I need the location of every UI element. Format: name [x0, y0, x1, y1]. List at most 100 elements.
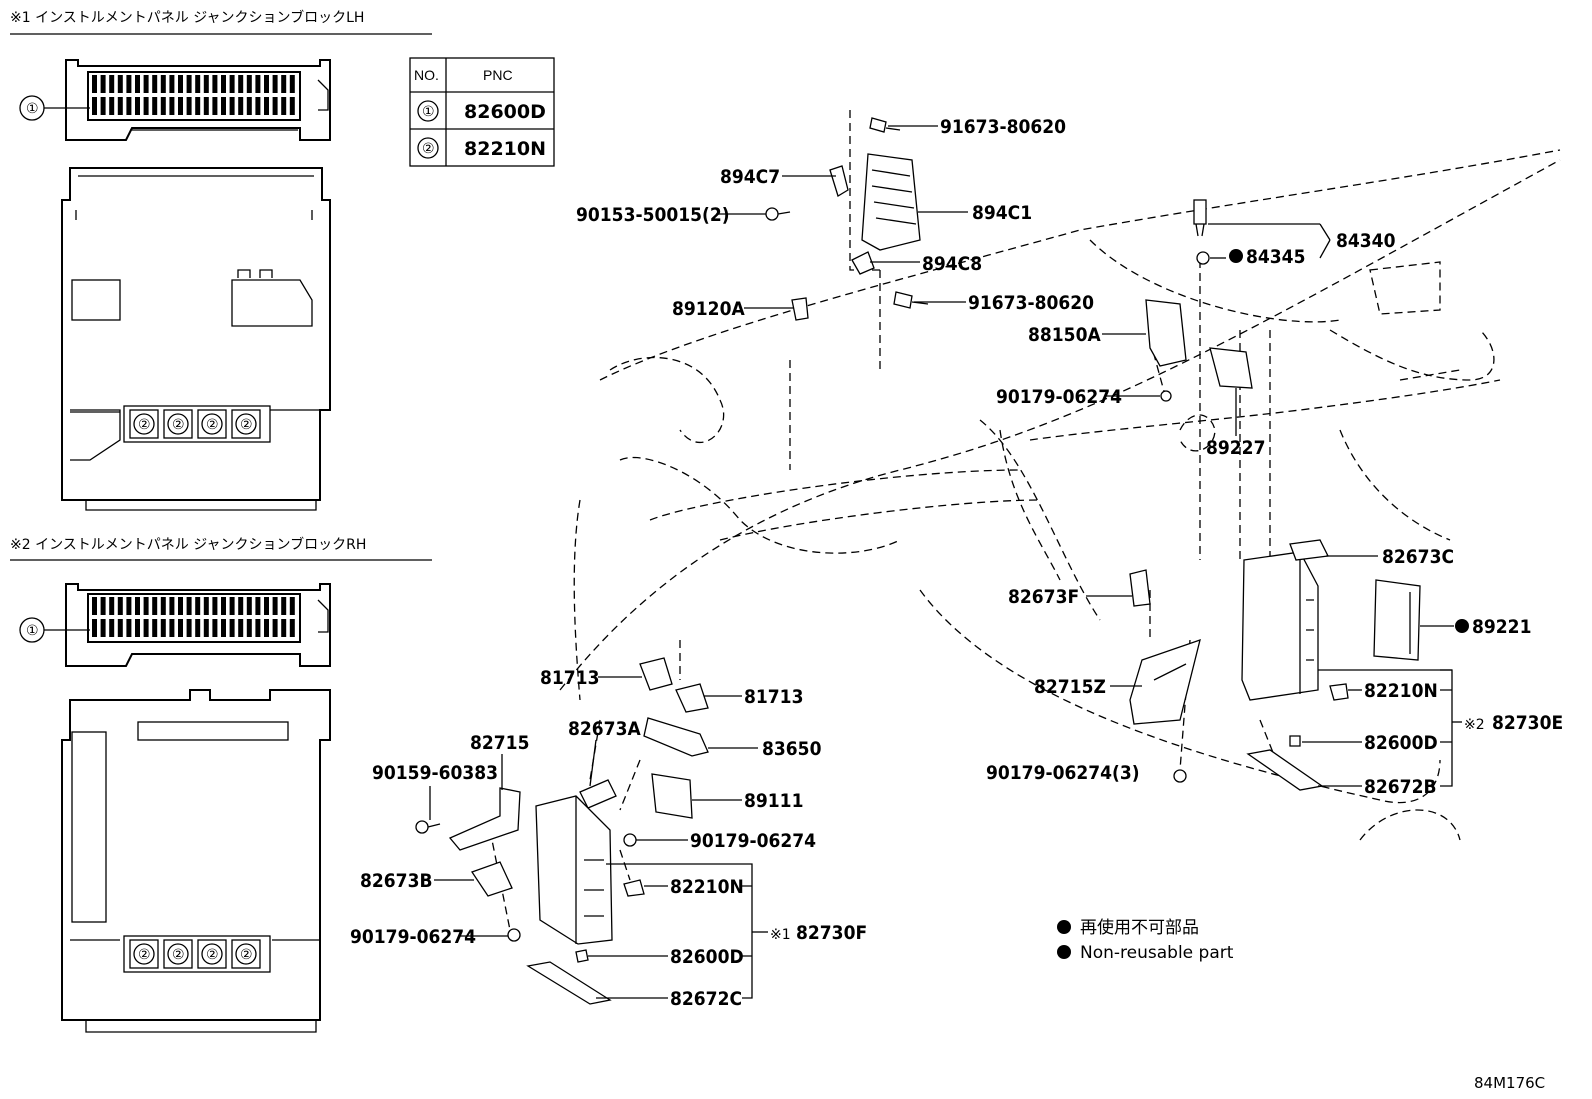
label-89221: 89221: [1472, 616, 1531, 638]
fuse-slot: [135, 75, 140, 93]
label-82600D-left: 82600D: [670, 946, 744, 968]
relay-82210N-r: [1329, 683, 1349, 701]
rh-junction-block: [61, 689, 331, 1033]
fuse-slot: [186, 597, 192, 615]
non-reusable-dot-89221: [1455, 619, 1469, 633]
module-89111: [651, 773, 693, 819]
fuse-slot: [203, 75, 209, 93]
fuse-slot: [255, 619, 261, 637]
label-82600D-right: 82600D: [1364, 732, 1438, 754]
table-row-1-pnc: 82600D: [464, 101, 546, 123]
label-90179-06274-3: 90179-06274(3): [986, 762, 1140, 784]
label-88150A: 88150A: [1028, 324, 1101, 346]
fuse-slot: [281, 75, 287, 93]
legend: 再使用不可部品 Non-reusable part: [1057, 917, 1234, 963]
nut-84345: [1196, 251, 1210, 265]
label-89227: 89227: [1206, 437, 1265, 459]
relay-slot: [163, 409, 193, 439]
fuse-slot: [169, 97, 175, 115]
rh-fuse-grid: [92, 597, 295, 637]
bolt-90159: [415, 820, 441, 834]
fuse-slot: [186, 75, 192, 93]
legend-dot-en: [1057, 945, 1071, 959]
cover-82673B: [470, 861, 513, 897]
relay-callout-circle: [167, 413, 189, 435]
label-82673B: 82673B: [360, 870, 433, 892]
fuse-slot: [229, 75, 235, 93]
relay-callout-circle: [133, 413, 155, 435]
fuse-slot: [289, 97, 295, 115]
fuse-slot: [117, 97, 123, 115]
label-82715: 82715: [470, 732, 529, 754]
clamp-81713-a: [639, 657, 673, 691]
fuse-slot: [246, 97, 252, 115]
relay-callout-circle: [201, 943, 223, 965]
table-header-no: NO.: [414, 67, 439, 83]
part-labels: 91673-80620 894C7 90153-50015(2) 894C1 8…: [350, 116, 1563, 1010]
fuse-slot: [160, 75, 166, 93]
fuse-slot: [135, 97, 140, 115]
label-mark-2: ※2: [1464, 717, 1485, 733]
section-rh-title: ※2 インストルメントパネル ジャンクションブロックRH: [10, 536, 366, 553]
fuse-slot: [264, 597, 269, 615]
fuse-slot: [169, 619, 175, 637]
bracket-894C8: [851, 251, 875, 275]
bracket-82673F: [1129, 569, 1151, 607]
nut-90179-c: [623, 833, 637, 847]
fuse-slot: [221, 75, 226, 93]
fuse-slot: [255, 597, 261, 615]
label-89120A: 89120A: [672, 298, 745, 320]
relay-callout-2: ②: [138, 417, 151, 433]
cover-82673A: [579, 779, 617, 809]
fuse-slot: [100, 75, 106, 93]
fuse-slot: [143, 597, 149, 615]
fuse-slot: [117, 619, 123, 637]
label-90153-50015: 90153-50015(2): [576, 204, 730, 226]
fuse-82600D-r: [1289, 735, 1301, 747]
label-90179-06274-a: 90179-06274: [996, 386, 1122, 408]
legend-en: Non-reusable part: [1080, 943, 1234, 963]
fuse-slot: [229, 619, 235, 637]
fuse-slot: [143, 619, 149, 637]
table-row-2-no: ②: [422, 141, 435, 157]
fuse-slot: [203, 97, 209, 115]
fuse-slot: [178, 75, 183, 93]
fuse-slot: [195, 597, 201, 615]
relay-callout-circle: [133, 943, 155, 965]
fuse-82600D-l: [575, 949, 589, 963]
fuse-slot: [126, 597, 132, 615]
fuse-slot: [169, 597, 175, 615]
relay-slot: [231, 939, 261, 969]
fuse-slot: [152, 619, 158, 637]
label-90179-06274-c: 90179-06274: [690, 830, 816, 852]
label-82673C: 82673C: [1382, 546, 1454, 568]
label-81713-b: 81713: [744, 686, 803, 708]
relay-callout-circle: [167, 943, 189, 965]
rh-connector-strip: [65, 583, 331, 667]
label-89111: 89111: [744, 790, 803, 812]
table-row-2-pnc: 82210N: [464, 138, 546, 160]
fuse-slot: [238, 619, 244, 637]
fuse-slot: [281, 619, 287, 637]
label-894C8: 894C8: [922, 253, 982, 275]
fuse-slot: [281, 97, 287, 115]
label-91673-80620-mid: 91673-80620: [968, 292, 1094, 314]
label-894C1: 894C1: [972, 202, 1032, 224]
label-90179-06274-d: 90179-06274: [350, 926, 476, 948]
cover-82673C: [1289, 539, 1329, 561]
fuse-slot: [289, 619, 295, 637]
bracket-89227: [1209, 347, 1253, 389]
table-header-pnc: PNC: [483, 67, 513, 83]
fuse-slot: [100, 97, 106, 115]
cover-82672C: [526, 961, 612, 1005]
fuse-slot: [272, 97, 278, 115]
fuse-slot: [126, 75, 132, 93]
fuse-slot: [178, 597, 183, 615]
bolt-90153: [765, 207, 791, 221]
bracket-82715: [448, 787, 521, 851]
fuse-slot: [221, 597, 226, 615]
fuse-slot: [117, 597, 123, 615]
